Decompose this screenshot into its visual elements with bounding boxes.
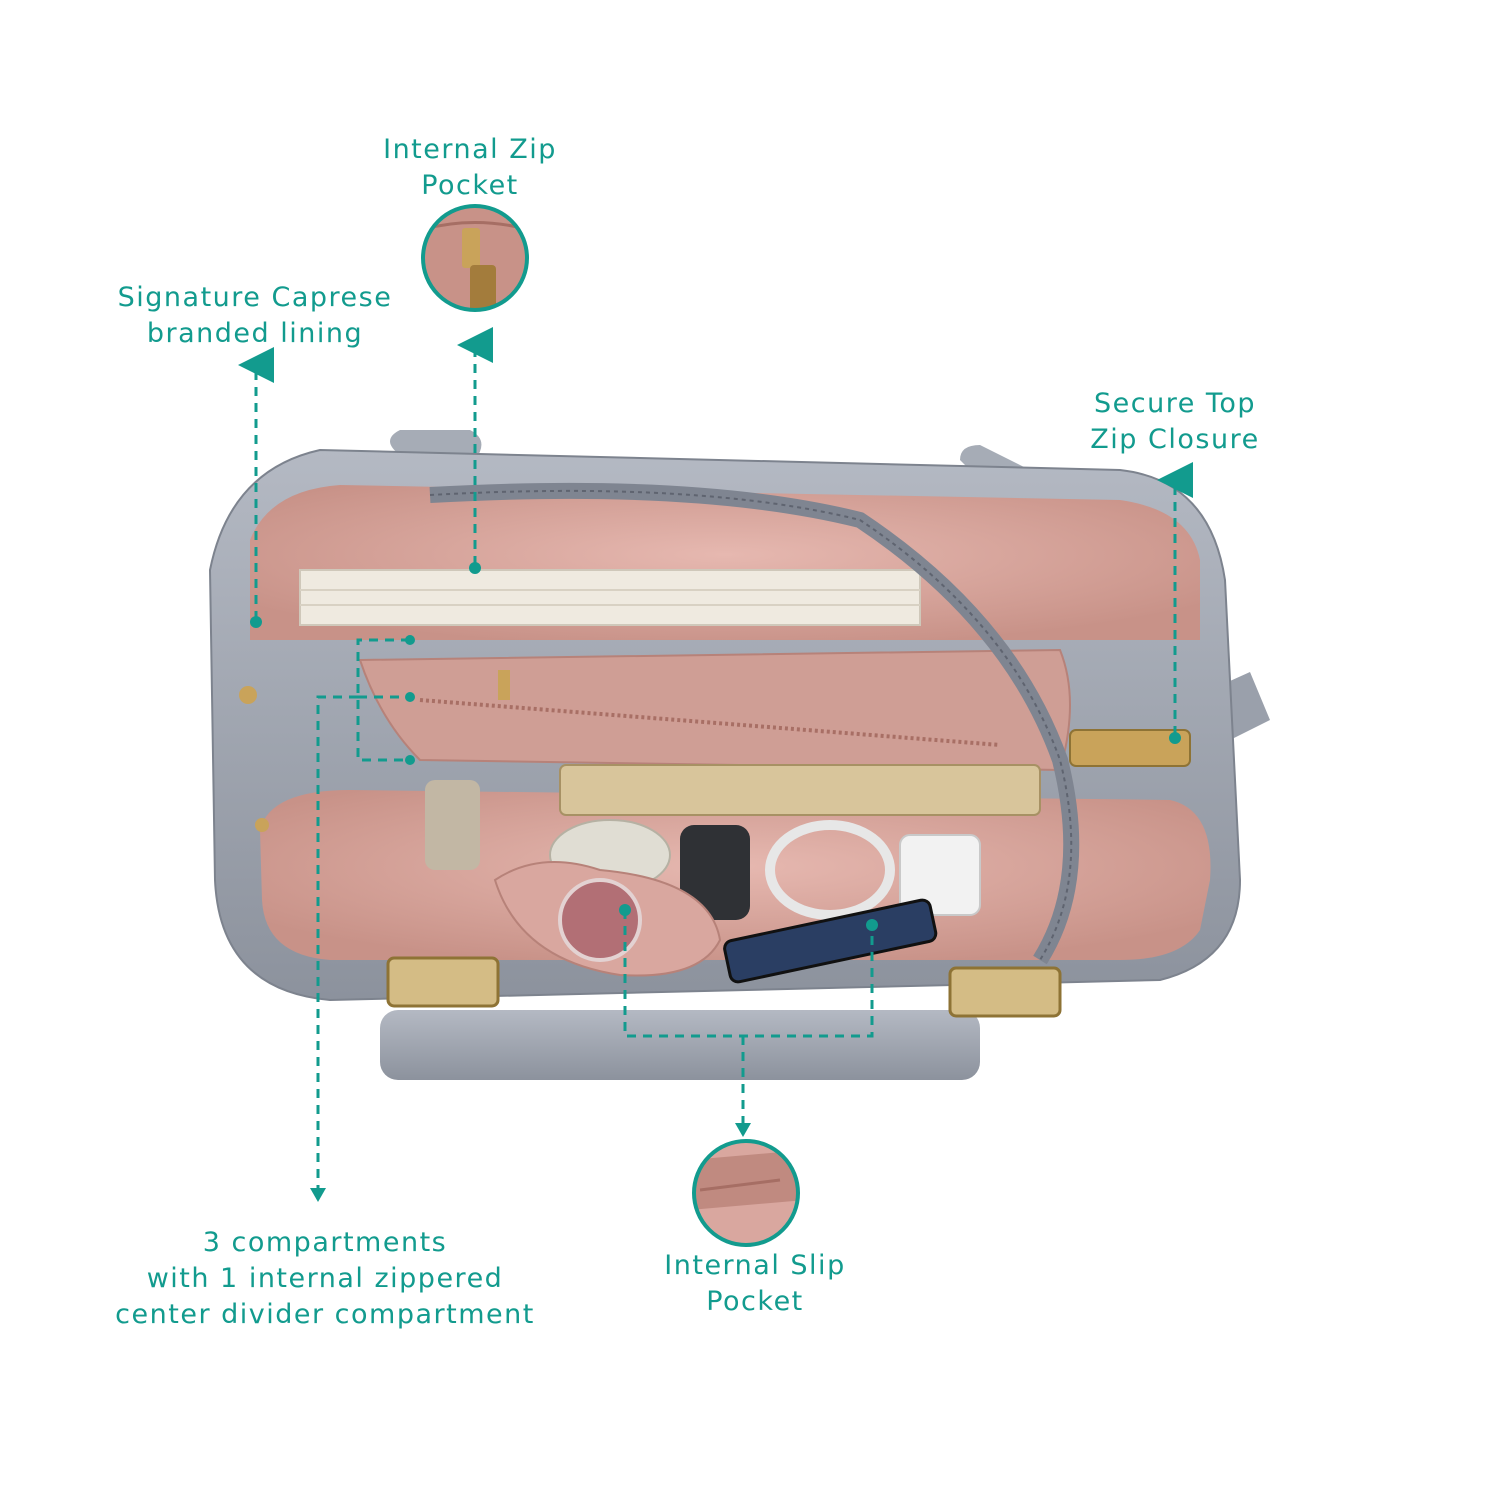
internal-slip-pocket-line2: Pocket [706,1286,804,1317]
callout-lines [238,327,1193,1190]
compartments-line2: with 1 internal zippered [146,1263,504,1294]
callout-markers [250,562,1181,1202]
internal-zip-pocket-line1: Internal Zip [383,134,557,165]
internal-zip-pocket-line2: Pocket [421,170,519,201]
compartments-line1: 3 compartments [202,1227,448,1258]
top-zip-closure-line2: Zip Closure [1090,424,1260,455]
slip-pocket-detail-circle [692,1139,800,1247]
front-compartment-items [425,764,1041,984]
notebook-back [299,569,921,626]
internal-slip-pocket-label: Internal Slip Pocket [640,1248,870,1320]
metal-clasps [239,686,1062,1018]
internal-slip-pocket-line1: Internal Slip [664,1250,846,1281]
compartments-label: 3 compartments with 1 internal zippered … [90,1225,560,1333]
internal-zip-pocket-label: Internal Zip Pocket [360,132,580,204]
branded-lining-line2: branded lining [146,318,364,349]
top-zip-closure-line1: Secure Top [1094,388,1256,419]
zip-pull [1069,729,1191,767]
branded-lining-label: Signature Caprese branded lining [100,280,410,352]
branded-lining-line1: Signature Caprese [117,282,393,313]
center-divider-compartment [358,648,1071,772]
top-zip-closure-label: Secure Top Zip Closure [1060,386,1290,458]
zip-pocket-detail-circle [421,204,529,312]
compartments-line3: center divider compartment [115,1299,535,1330]
